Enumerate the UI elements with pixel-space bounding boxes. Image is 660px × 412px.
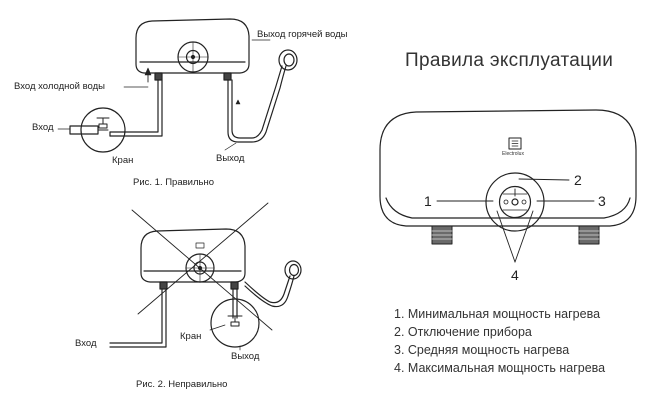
fig2-caption: Рис. 2. Неправильно [136,379,228,390]
panel-brand-label: Electrolux [502,151,524,157]
panel-knob [485,172,545,232]
fig2-inlet-pipe [109,288,167,348]
marker-3: 3 [598,193,606,209]
marker-4: 4 [511,267,519,283]
panel-logo-mark [508,137,522,150]
marker-2: 2 [574,172,582,188]
fig1-valve [69,107,126,153]
fig1-cold-inlet-label: Вход холодной воды [14,81,105,92]
legend-item-2: 2. Отключение прибора [394,325,532,339]
marker-1: 1 [424,193,432,209]
fig2-leader-lines [209,324,241,351]
fig2-valve-on-outlet [210,288,260,348]
fig2-heater [140,228,246,283]
fig1-outlet-label: Выход [216,153,245,164]
fig1-heater [135,18,250,74]
fig2-valve-label: Кран [180,331,202,342]
panel-fittings [431,225,600,245]
legend-item-1: 1. Минимальная мощность нагрева [394,307,601,321]
fig1-shower-hose [227,49,298,143]
fig1-hot-outlet-label: Выход горячей воды [257,29,348,40]
fig2-outlet-label: Выход [231,351,260,362]
fig2-fittings [159,281,239,290]
panel-callout-lines [436,178,595,263]
fig2-cross-out [131,202,273,331]
fig1-leader-lines [57,39,271,151]
fig2-shower-hose [244,260,302,308]
fig1-cold-pipe [109,67,163,137]
fig1-valve-label: Кран [112,155,134,166]
fig1-fittings [154,72,232,81]
panel-heater-body [379,109,637,227]
legend-item-3: 3. Средняя мощность нагрева [394,343,570,357]
fig2-inlet-label: Вход [75,338,97,349]
fig1-inlet-label: Вход [32,122,54,133]
legend-item-4: 4. Максимальная мощность нагрева [394,361,606,375]
fig1-caption: Рис. 1. Правильно [133,177,215,188]
panel-title: Правила эксплуатации [405,50,614,71]
